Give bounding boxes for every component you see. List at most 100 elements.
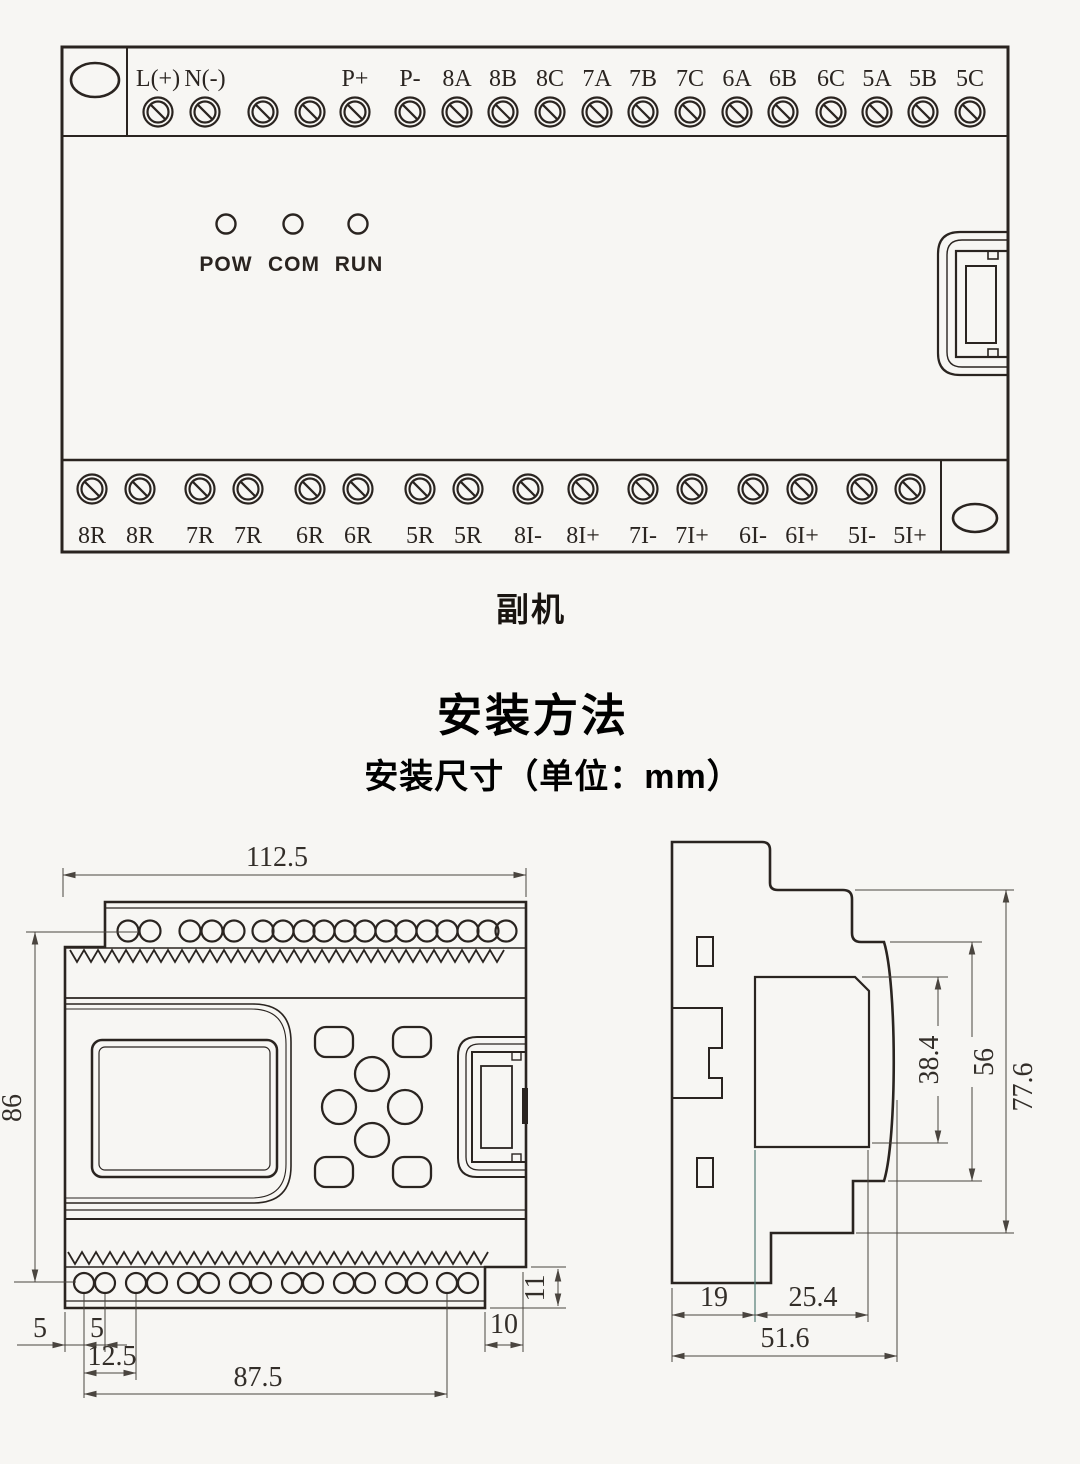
com-led-label: COM <box>268 253 320 276</box>
dim-face-height: 38.4 <box>914 1036 945 1085</box>
terminal-label: 6R <box>296 523 324 549</box>
side-dimensions: 38.4 56 77.6 19 25.4 51.6 <box>671 889 1039 1362</box>
terminal-label: 7A <box>582 66 612 92</box>
screw-icon <box>452 473 484 505</box>
dim-total-height: 77.6 <box>1008 1063 1039 1112</box>
din-rail-groove <box>672 1007 723 1099</box>
led-indicators: POW COM RUN <box>199 213 384 276</box>
screw-icon <box>404 473 436 505</box>
section-subtitle: 安装尺寸（单位：mm） <box>364 758 742 796</box>
key-right <box>386 1088 424 1126</box>
screw-icon <box>294 96 326 128</box>
terminal-label: 5R <box>454 523 482 549</box>
screw-icon <box>954 96 986 128</box>
terminal-label: 6I- <box>739 523 767 549</box>
terminal-label: P+ <box>342 66 369 92</box>
key-esc <box>313 1025 355 1059</box>
key-fn1 <box>313 1155 355 1189</box>
bottom-terminal-labels: 8R 8R 7R 7R 6R 6R 5R 5R 8I- 8I+ 7I- 7I+ … <box>78 523 927 549</box>
terminal-label: 8R <box>126 523 154 549</box>
terminal-label: N(-) <box>184 66 225 92</box>
side-slot-lower <box>696 1157 714 1188</box>
dim-hole-pitch: 5 <box>90 1313 104 1344</box>
terminal-label: 5A <box>862 66 892 92</box>
dim-depth-mid: 25.4 <box>789 1282 838 1313</box>
screw-icon <box>342 473 374 505</box>
screw-icon <box>581 96 613 128</box>
vent-zigzag-top <box>69 948 505 964</box>
terminal-label: 7R <box>234 523 262 549</box>
front-port <box>457 1036 528 1178</box>
key-fn2 <box>391 1155 433 1189</box>
screw-icon <box>189 96 221 128</box>
front-top-holes <box>116 919 518 943</box>
terminal-label: 5I- <box>848 523 876 549</box>
terminal-label: 6C <box>817 66 845 92</box>
terminal-label: 8R <box>78 523 106 549</box>
screw-icon <box>861 96 893 128</box>
terminal-label: 6A <box>722 66 752 92</box>
screw-icon <box>232 473 264 505</box>
key-left <box>320 1088 358 1126</box>
screw-icon <box>846 473 878 505</box>
terminal-label: 8A <box>442 66 472 92</box>
key-down <box>353 1121 391 1159</box>
screw-icon <box>786 473 818 505</box>
terminal-label: 5R <box>406 523 434 549</box>
screw-icon <box>627 96 659 128</box>
screw-icon <box>737 473 769 505</box>
terminal-label: 7R <box>186 523 214 549</box>
run-led-label: RUN <box>335 253 384 276</box>
dim-notch-depth: 11 <box>520 1275 551 1302</box>
screw-icon <box>767 96 799 128</box>
side-face-block <box>753 975 871 1149</box>
terminal-label: 6R <box>344 523 372 549</box>
terminal-label: 5I+ <box>893 523 927 549</box>
com-led-icon <box>282 213 304 235</box>
side-port <box>936 230 1010 377</box>
top-screw-row <box>142 96 986 128</box>
terminal-label: 7I+ <box>675 523 709 549</box>
dim-pair-pitch: 12.5 <box>88 1341 137 1372</box>
pow-led-icon <box>215 213 237 235</box>
screw-icon <box>142 96 174 128</box>
terminal-label: L(+) <box>136 66 180 92</box>
dim-edge-offset: 5 <box>33 1313 47 1344</box>
dim-width: 112.5 <box>246 842 308 873</box>
terminal-label: 8I- <box>514 523 542 549</box>
screw-icon <box>247 96 279 128</box>
terminal-label: 8B <box>489 66 517 92</box>
dim-mid-height: 56 <box>969 1048 1000 1076</box>
screw-icon <box>512 473 544 505</box>
side-outline <box>670 840 896 1285</box>
terminal-label: 8I+ <box>566 523 600 549</box>
terminal-label: 5B <box>909 66 937 92</box>
screw-icon <box>674 96 706 128</box>
screw-icon <box>815 96 847 128</box>
key-up <box>353 1055 391 1093</box>
front-dimensions: 112.5 86 5 5 12.5 87.5 1 <box>0 842 566 1398</box>
run-led-icon <box>347 213 369 235</box>
terminal-label: 6B <box>769 66 797 92</box>
keypad <box>313 1025 433 1189</box>
key-ok <box>391 1025 433 1059</box>
bottom-screw-row <box>76 473 926 505</box>
vent-zigzag-bottom <box>67 1250 489 1266</box>
front-bottom-holes <box>72 1271 480 1295</box>
mounting-oval-top-left <box>69 61 121 99</box>
terminal-label: 8C <box>536 66 564 92</box>
side-slot-upper <box>696 936 714 967</box>
terminal-label: 5C <box>956 66 984 92</box>
device-caption: 副机 <box>496 593 566 629</box>
terminal-label: 7C <box>676 66 704 92</box>
screw-icon <box>534 96 566 128</box>
screw-icon <box>676 473 708 505</box>
terminal-device-diagram: L(+) N(-) P+ P- 8A 8B 8C 7A 7B 7C 6A 6B … <box>60 45 1010 554</box>
terminal-label: 6I+ <box>785 523 819 549</box>
screw-icon <box>339 96 371 128</box>
pow-led-label: POW <box>199 253 252 276</box>
screw-icon <box>124 473 156 505</box>
screw-icon <box>441 96 473 128</box>
screw-icon <box>567 473 599 505</box>
